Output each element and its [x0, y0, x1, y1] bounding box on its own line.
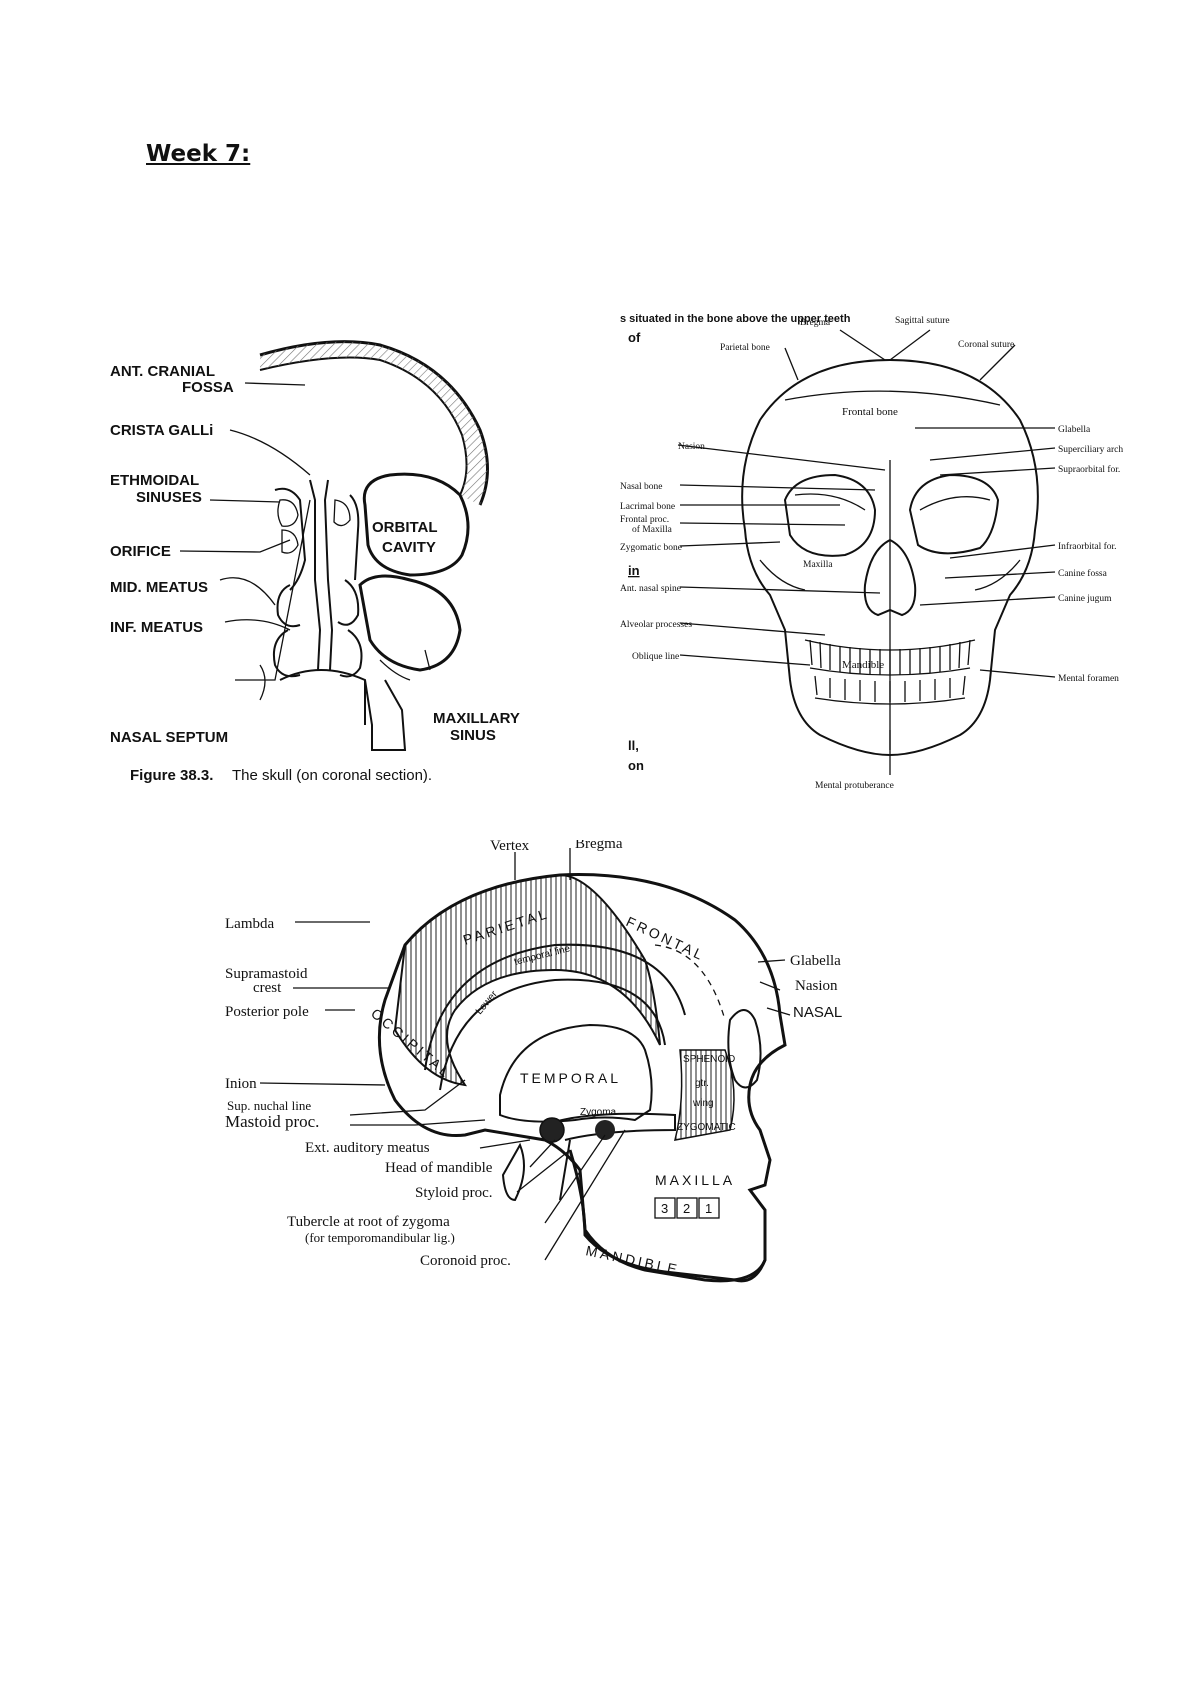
label-maxillary-2: SINUS: [450, 727, 496, 744]
turbinates: [272, 579, 363, 678]
label-orbital-2: CAVITY: [382, 539, 436, 556]
tooth-label-1: 1: [705, 1201, 712, 1216]
label-maxillary-1: MAXILLARY: [433, 710, 520, 727]
label-sagittal-suture: Sagittal suture: [895, 316, 950, 326]
label-infraorbital-for: Infraorbital for.: [1058, 541, 1117, 552]
label-vertex: Vertex: [490, 840, 530, 854]
bone-label-mandible: MANDIBLE: [584, 1242, 681, 1278]
lateral-skull-outline: [377, 873, 787, 1283]
left-orbit: [783, 473, 877, 557]
bone-label-temporal: TEMPORAL: [520, 1070, 621, 1086]
label-alveolar-processes: Alveolar processes: [620, 620, 692, 630]
label-frontal-proc-2: of Maxilla: [632, 524, 673, 535]
ethmoid-walls: [274, 487, 360, 591]
label-nasion-lateral: Nasion: [795, 978, 838, 994]
label-mastoid-proc: Mastoid proc.: [225, 1112, 319, 1131]
nasal-septum-shape: [309, 479, 334, 671]
label-lacrimal-bone: Lacrimal bone: [620, 502, 675, 512]
bone-label-zygoma: Zygoma: [580, 1107, 617, 1118]
label-supramastoid-1: Supramastoid: [225, 966, 308, 982]
bone-label-gtr: gtr.: [695, 1078, 709, 1089]
cranial-vault-inner: [259, 356, 468, 496]
label-sup-nuchal-line: Sup. nuchal line: [227, 1098, 311, 1113]
label-frontal-bone: Frontal bone: [842, 406, 898, 418]
ethmoid-cells: [277, 499, 351, 554]
label-nasal-septum: NASAL SEPTUM: [110, 729, 228, 746]
label-supraorbital-for: Supraorbital for.: [1058, 464, 1120, 475]
bone-label-sphenoid: SPHENOID: [683, 1054, 735, 1065]
label-nasal: NASAL: [793, 1004, 842, 1021]
mandible-shape: [568, 1149, 767, 1283]
label-ant-nasal-spine: Ant. nasal spine: [620, 584, 681, 594]
right-orbit: [908, 473, 1000, 555]
label-lambda: Lambda: [225, 916, 274, 932]
label-crista-galli: CRISTA GALLi: [110, 422, 213, 439]
label-bregma: Bregma: [800, 318, 831, 328]
temporal-lines: [424, 943, 686, 1091]
fragment-on: on: [628, 758, 644, 773]
label-tubercle-1: Tubercle at root of zygoma: [287, 1214, 450, 1230]
coronal-suture-line: [784, 390, 1001, 406]
label-mental-foramen: Mental foramen: [1058, 673, 1119, 684]
tooth-label-3: 3: [661, 1201, 668, 1216]
label-ant-cranial-fossa-1: ANT. CRANIAL: [110, 363, 215, 380]
label-maxilla: Maxilla: [803, 560, 833, 570]
label-head-of-mandible: Head of mandible: [385, 1160, 493, 1176]
label-coronal-suture: Coronal suture: [958, 340, 1014, 350]
vault-fill: [260, 341, 488, 505]
fragment-top-text: s situated in the bone above the upper t…: [620, 313, 851, 325]
fragment-of: of: [628, 330, 641, 345]
label-ethmoidal-2: SINUSES: [136, 489, 202, 506]
maxillary-sinus-outline: [358, 574, 462, 672]
frontal-skull-figure: s situated in the bone above the upper t…: [620, 313, 1123, 791]
floor-lines: [259, 659, 411, 701]
orbit-rim: [727, 1009, 762, 1089]
label-canine-fossa: Canine fossa: [1058, 568, 1108, 579]
label-bregma-lateral: Bregma: [575, 840, 623, 852]
bone-label-wing: wing: [692, 1098, 714, 1109]
label-mental-protuberance: Mental protuberance: [815, 781, 894, 791]
label-nasion: Nasion: [678, 442, 705, 452]
fragment-ll: ll,: [628, 738, 639, 753]
label-orbital-1: ORBITAL: [372, 519, 438, 536]
label-glabella-lateral: Glabella: [790, 953, 841, 969]
label-superciliary-arch: Superciliary arch: [1058, 445, 1123, 455]
fragment-in: in: [628, 563, 640, 578]
label-posterior-pole: Posterior pole: [225, 1004, 309, 1020]
label-tubercle-2: (for temporomandibular lig.): [305, 1230, 455, 1245]
palate-base: [279, 669, 407, 751]
label-ext-auditory-meatus: Ext. auditory meatus: [305, 1140, 430, 1156]
page-heading: Week 7:: [146, 141, 251, 167]
label-nasal-bone: Nasal bone: [620, 482, 662, 492]
label-oblique-line: Oblique line: [632, 652, 679, 662]
label-glabella: Glabella: [1058, 425, 1091, 435]
tooth-label-2: 2: [683, 1201, 690, 1216]
label-ethmoidal-1: ETHMOIDAL: [110, 472, 199, 489]
figure-caption-text: The skull (on coronal section).: [232, 767, 432, 784]
label-styloid-proc: Styloid proc.: [415, 1185, 493, 1201]
label-orifice: ORIFICE: [110, 543, 171, 560]
bone-label-zygomatic: ZYGOMATIC: [677, 1122, 736, 1133]
label-ant-cranial-fossa-2: FOSSA: [182, 379, 234, 396]
bone-label-maxilla: MAXILLA: [655, 1172, 735, 1188]
label-frontal-proc-1: Frontal proc.: [620, 515, 669, 525]
orbital-cavity-outline: [362, 472, 470, 577]
label-zygomatic-bone: Zygomatic bone: [620, 543, 682, 553]
label-supramastoid-2: crest: [253, 980, 282, 996]
coronal-section-figure: ANT. CRANIAL FOSSA CRISTA GALLi ETHMOIDA…: [110, 340, 520, 784]
ext-auditory-meatus-shape: [539, 1117, 565, 1143]
label-canine-jugum: Canine jugum: [1058, 594, 1112, 604]
label-inion: Inion: [225, 1076, 257, 1092]
label-coronoid-proc: Coronoid proc.: [420, 1253, 511, 1269]
label-mid-meatus: MID. MEATUS: [110, 579, 208, 596]
lateral-skull-figure: Vertex Bregma Lambda Supramastoid crest …: [225, 840, 842, 1283]
label-inf-meatus: INF. MEATUS: [110, 619, 203, 636]
figure-caption-number: Figure 38.3.: [130, 767, 213, 784]
label-parietal-bone: Parietal bone: [720, 343, 770, 353]
label-mandible: Mandible: [842, 659, 884, 671]
bone-label-lower: Lower: [474, 988, 500, 1016]
